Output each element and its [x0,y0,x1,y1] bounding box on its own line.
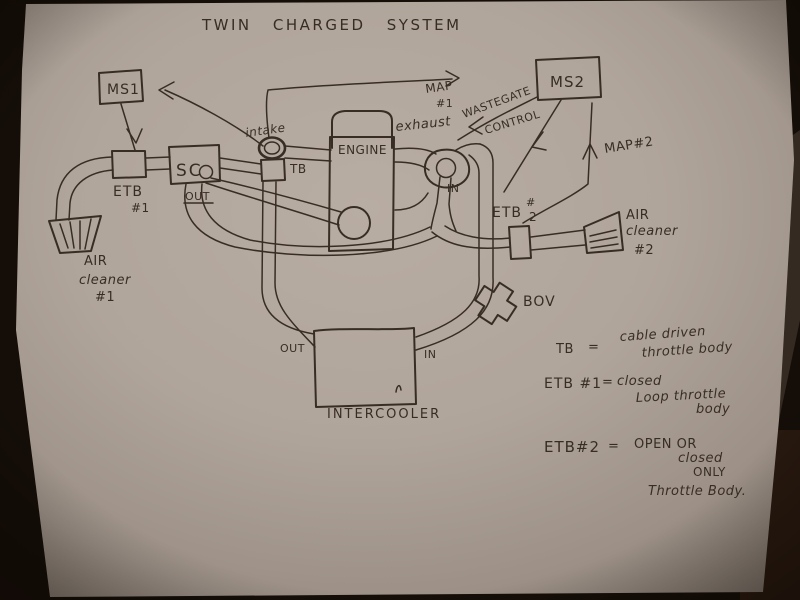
twin-charged-system-diagram: TWIN CHARGED SYSTEM MS1 ETB #1 AIR clean… [0,0,800,600]
photo-vignette [0,0,800,600]
photo-of-hand-drawn-diagram: TWIN CHARGED SYSTEM MS1 ETB #1 AIR clean… [0,0,800,600]
